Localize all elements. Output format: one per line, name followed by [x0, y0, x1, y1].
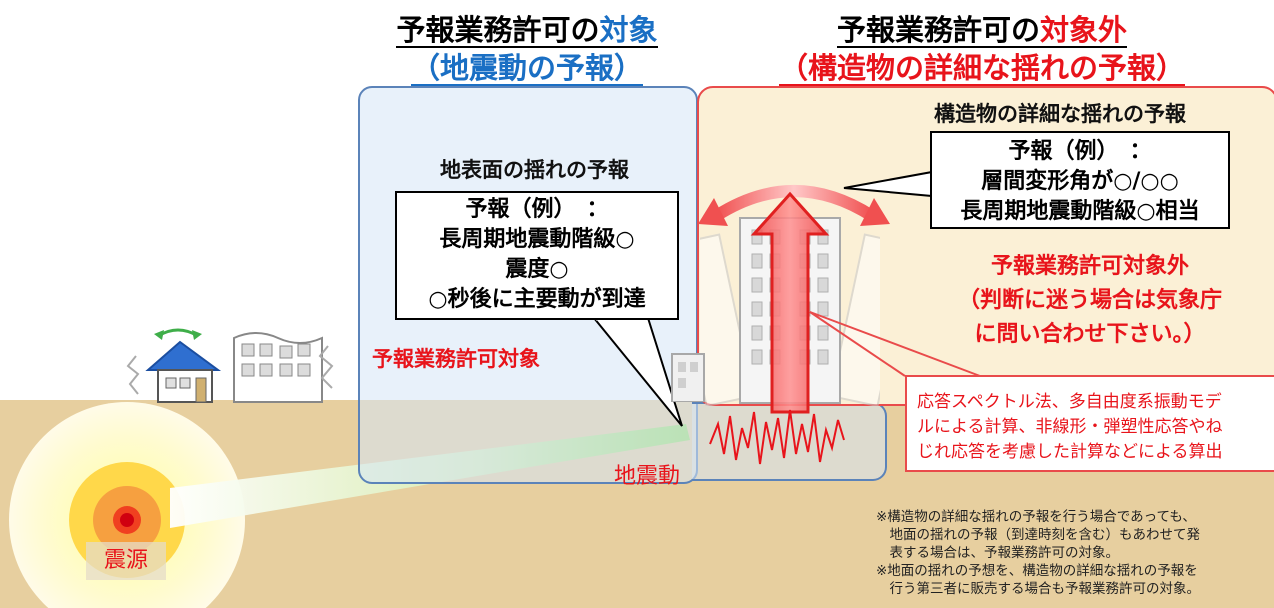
- footnote-line: 表する場合は、予報業務許可の対象。: [876, 545, 1119, 561]
- small-building-icon: [671, 353, 705, 402]
- footnotes: ※構造物の詳細な揺れの予報を行う場合であっても、 地面の揺れの予報（到達時刻を含…: [876, 508, 1200, 598]
- forecast-line: 予報（例） ：: [465, 197, 609, 222]
- calculation-method-box: 応答スペクトル法、多自由度系振動モデ ルによる計算、非線形・弾塑性応答やね じれ…: [905, 375, 1274, 472]
- non-target-title-prefix: 予報業務許可の: [836, 13, 1040, 47]
- forecast-line: 長周期地震動階級○: [439, 227, 635, 252]
- footnote-line: 行う第三者に販売する場合も予報業務許可の対象。: [876, 581, 1200, 597]
- footnote-line: 地面の揺れの予報（到達時刻を含む）もあわせて発: [876, 527, 1200, 543]
- sway-arrow-icon: [698, 185, 890, 226]
- target-subtitle: （地震動の予報）: [360, 50, 694, 86]
- non-permission-note: 予報業務許可対象外 （判断に迷う場合は気象庁 に問い合わせ下さい。）: [940, 250, 1240, 352]
- non-target-title-highlight: 対象外: [1040, 13, 1128, 47]
- forecast-line: 予報（例） ：: [1008, 139, 1152, 164]
- footnote-line: ※地面の揺れの予想を、構造物の詳細な揺れの予報を: [876, 563, 1198, 579]
- method-line: 応答スペクトル法、多自由度系振動モデ: [917, 392, 1222, 412]
- forecast-line: 震度○: [505, 257, 569, 282]
- non-target-subtitle: （構造物の詳細な揺れの予報）: [752, 50, 1212, 86]
- surface-forecast-label: 地表面の揺れの予報: [440, 158, 629, 182]
- forecast-line: 長周期地震動階級○相当: [960, 199, 1200, 224]
- wavy-building-icon: [233, 332, 334, 403]
- target-subtitle-text: （地震動の予報）: [410, 51, 643, 86]
- non-target-title: 予報業務許可の対象外: [752, 12, 1212, 48]
- non-permission-line: （判断に迷う場合は気象庁: [957, 288, 1222, 313]
- non-permission-line: に問い合わせ下さい。）: [974, 322, 1206, 347]
- house-icon: [126, 328, 222, 403]
- structure-forecast-box: 予報（例） ： 層間変形角が○/○○ 長周期地震動階級○相当: [930, 131, 1230, 229]
- ground-motion-label: 地震動: [614, 464, 681, 489]
- non-permission-line: 予報業務許可対象外: [990, 254, 1189, 279]
- forecast-line: ○秒後に主要動が到達: [428, 287, 646, 312]
- seismic-wave-icon: [709, 409, 845, 465]
- epicenter-label: 震源: [86, 542, 166, 580]
- forecast-line: 層間変形角が○/○○: [981, 169, 1179, 194]
- target-title: 予報業務許可の対象: [360, 12, 694, 48]
- target-title-prefix: 予報業務許可の: [396, 13, 600, 47]
- permission-target-label: 予報業務許可対象: [372, 347, 540, 371]
- footnote-line: ※構造物の詳細な揺れの予報を行う場合であっても、: [876, 509, 1196, 525]
- method-line: じれ応答を考慮した計算などによる算出: [917, 442, 1223, 462]
- target-title-highlight: 対象: [599, 13, 658, 47]
- method-line: ルによる計算、非線形・弾塑性応答やね: [917, 417, 1223, 437]
- surface-forecast-box: 予報（例） ： 長周期地震動階級○ 震度○ ○秒後に主要動が到達: [395, 191, 679, 320]
- structure-forecast-label: 構造物の詳細な揺れの予報: [934, 102, 1186, 126]
- method-callout-lines: [809, 311, 981, 377]
- non-target-subtitle-text: （構造物の詳細な揺れの予報）: [778, 51, 1185, 86]
